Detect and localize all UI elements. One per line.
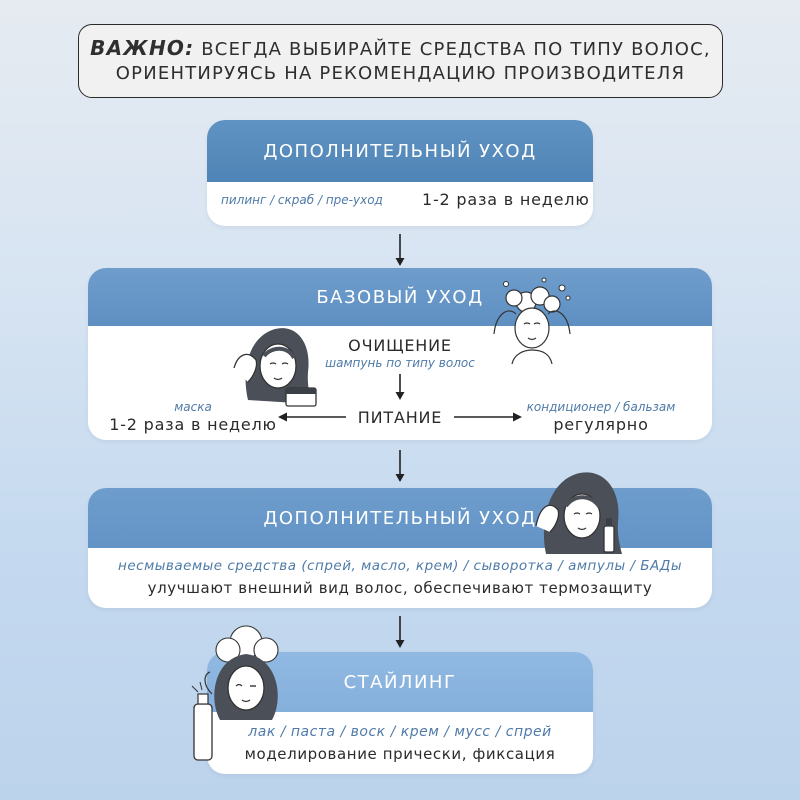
mask-tag: маска <box>174 400 212 414</box>
arrow-right-icon <box>454 412 522 422</box>
extra-care-card-1: ДОПОЛНИТЕЛЬНЫЙ УХОД пилинг / скраб / пре… <box>207 120 593 226</box>
nutrition-label: ПИТАНИЕ <box>357 408 443 427</box>
arrow-down-icon <box>395 374 405 400</box>
cleansing-label: ОЧИЩЕНИЕ <box>348 336 452 355</box>
cleansing-tag: шампунь по типу волос <box>325 356 475 370</box>
exfoliation-frequency: 1-2 раза в неделю <box>422 190 590 209</box>
woman-with-hairspray-icon <box>191 625 279 761</box>
important-line-2: ОРИЕНТИРУЯСЬ НА РЕКОМЕНДАЦИЮ ПРОИЗВОДИТЕ… <box>115 63 686 84</box>
woman-with-serum-icon <box>535 472 622 554</box>
arrow-left-icon <box>278 412 346 422</box>
base-care-header: БАЗОВЫЙ УХОД <box>88 268 712 326</box>
arrow-down-icon <box>395 616 405 648</box>
arrow-down-icon <box>395 450 405 482</box>
important-line-1: ВАЖНО: ВСЕГДА ВЫБИРАЙТЕ СРЕДСТВА ПО ТИПУ… <box>90 36 711 62</box>
extra-care-header-1: ДОПОЛНИТЕЛЬНЫЙ УХОД <box>207 120 593 182</box>
conditioner-tag: кондиционер / бальзам <box>526 400 676 414</box>
important-line-1-text: ВСЕГДА ВЫБИРАЙТЕ СРЕДСТВА ПО ТИПУ ВОЛОС, <box>201 39 711 60</box>
extra-care-title-1: ДОПОЛНИТЕЛЬНЫЙ УХОД <box>263 140 537 162</box>
exfoliation-tag: пилинг / скраб / пре-уход <box>221 193 383 207</box>
styling-description: моделирование прически, фиксация <box>244 745 556 763</box>
base-care-title: БАЗОВЫЙ УХОД <box>316 286 484 308</box>
styling-title: СТАЙЛИНГ <box>343 671 457 693</box>
base-care-card: БАЗОВЫЙ УХОД <box>88 268 712 440</box>
leave-in-tag: несмываемые средства (спрей, масло, крем… <box>118 558 682 574</box>
extra-care-title-2: ДОПОЛНИТЕЛЬНЫЙ УХОД <box>263 507 537 529</box>
arrow-down-icon <box>395 234 405 266</box>
important-note: ВАЖНО: ВСЕГДА ВЫБИРАЙТЕ СРЕДСТВА ПО ТИПУ… <box>78 24 723 98</box>
person-washing-hair-icon <box>493 277 571 365</box>
styling-tag: лак / паста / воск / крем / мусс / спрей <box>248 724 552 740</box>
conditioner-frequency: регулярно <box>553 415 649 434</box>
mask-frequency: 1-2 раза в неделю <box>109 415 277 434</box>
important-lead: ВАЖНО: <box>90 36 195 60</box>
woman-applying-mask-icon <box>233 328 317 407</box>
leave-in-description: улучшают внешний вид волос, обеспечивают… <box>147 579 653 597</box>
